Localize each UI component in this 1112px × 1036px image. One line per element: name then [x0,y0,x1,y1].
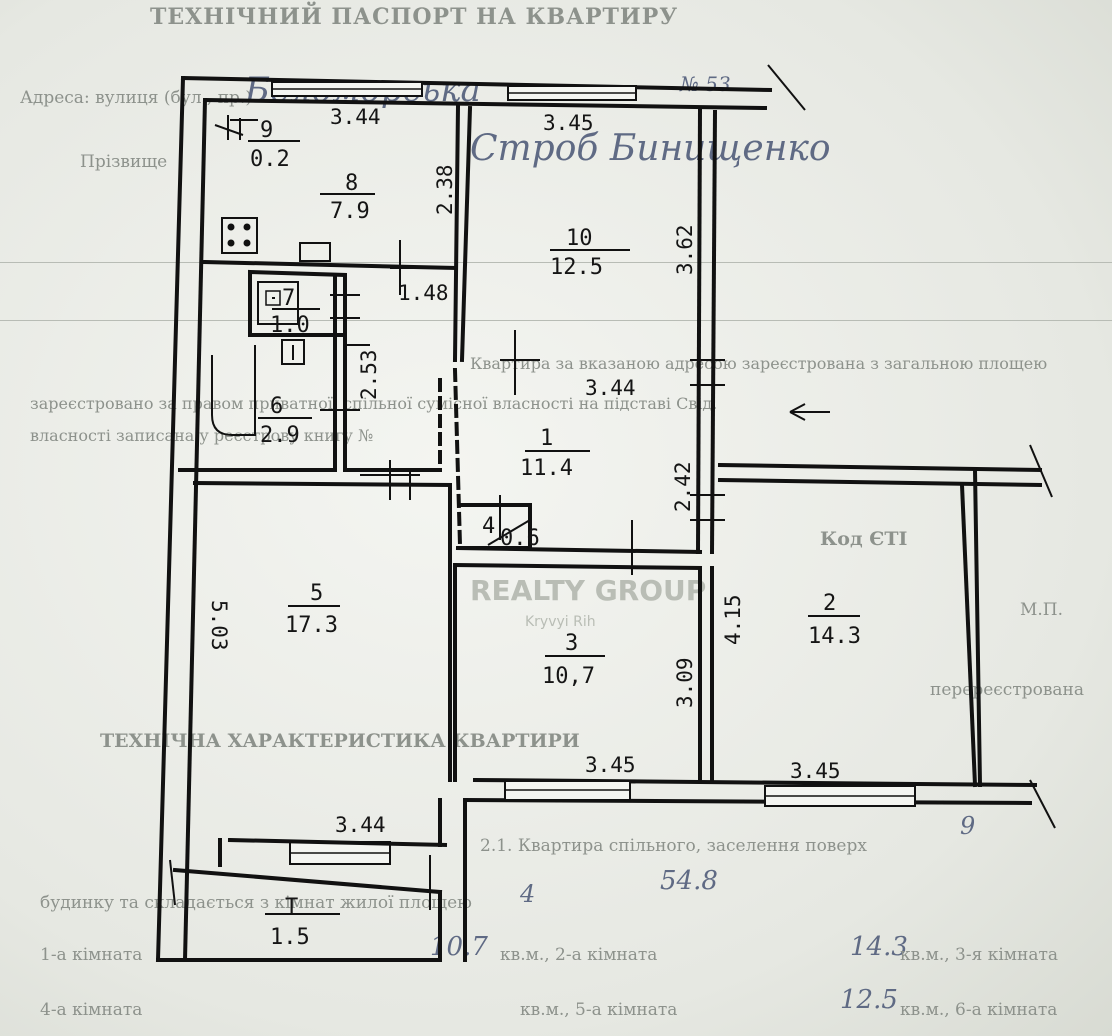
room-10-number: 10 [566,226,593,251]
entrance-arrow-icon [789,403,830,421]
room-7-area: 1.0 [270,313,310,338]
dim-room5-width: 3.44 [335,813,386,837]
room-8-number: 8 [345,171,358,196]
doc-reregistered: перереєстрована [930,680,1085,700]
doc-total-handwritten: 54.8 [660,866,718,896]
washbasin-icon [281,339,305,365]
room-4-number: 4 [482,514,495,539]
doc-apartment-row: 2.1. Квартира спільного, заселення повер… [480,836,867,856]
room-6-area: 2.9 [260,423,300,448]
dim-kitchen-height: 2.38 [433,164,457,215]
room-6-number: 6 [270,394,283,419]
doc-room6-label: кв.м., 6-а кімната [900,1000,1058,1020]
room-9-area: 0.2 [250,147,290,172]
dim-hall-height: 2.42 [671,461,695,512]
doc-name-label: Прізвище [80,152,168,172]
doc-note-3: власності записана у реєстрову книгу № [30,426,374,445]
dim-room3-width: 3.45 [585,753,636,777]
watermark: REALTY GROUP Kryvyi Rih [470,574,706,630]
dimension-labels: 3.44 3.45 2.38 3.62 1.48 2.53 3.44 2.42 … [207,105,841,837]
doc-tech-section: ТЕХНІЧНА ХАРАКТЕРИСТИКА КВАРТИРИ [100,730,580,752]
dim-top-room10: 3.45 [543,111,594,135]
doc-room1-label: 1-а кімната [40,945,143,965]
watermark-city: Kryvyi Rih [525,614,596,630]
dim-bath-height: 2.53 [357,349,381,400]
room-1-number: 1 [540,426,553,451]
room-labels: 9 0.2 8 7.9 10 12.5 7 1.0 6 2.9 1 11.4 4… [248,118,861,950]
doc-rooms-handwritten: 4 [520,880,536,908]
room-8-area: 7.9 [330,199,370,224]
dim-room2-height: 4.15 [721,594,745,645]
terrace-area: 1.5 [270,925,310,950]
room-5-number: 5 [310,581,323,606]
doc-header-title: ТЕХНІЧНИЙ ПАСПОРТ НА КВАРТИРУ [150,4,679,30]
dim-room5-height: 5.03 [207,600,231,651]
dim-room2-width: 3.45 [790,759,841,783]
room-5-area: 17.3 [285,613,338,638]
dim-hall-width: 3.44 [585,376,636,400]
dim-room3-height: 3.09 [673,657,697,708]
doc-room1-value: 14.3 [850,932,908,962]
stove-icon [221,217,258,254]
room-4-area: 0.6 [500,526,540,551]
room-3-number: 3 [565,631,578,656]
doc-address-label: Адреса: вулиця (бул., пр.) [20,88,252,108]
door-ticks [169,64,1056,910]
bathtub-icon [211,345,256,436]
doc-note-2: зареєстровано за правом приватної, спіль… [30,394,718,413]
doc-rule [0,262,1112,263]
room-10-area: 12.5 [550,255,603,280]
doc-name-handwritten: Строб Бинищенко [470,128,831,169]
doc-room5-label: кв.м., 5-а кімната [520,1000,678,1020]
doc-rule [0,320,1112,321]
hatch-icon [214,115,244,140]
doc-room3-label: кв.м., 3-я кімната [900,945,1059,965]
room-9-number: 9 [260,118,273,143]
room-1-area: 11.4 [520,456,573,481]
doc-building-row: будинку та складається з кімнат жилої пл… [40,893,472,913]
toilet-icon [257,281,299,325]
room-2-area: 14.3 [808,624,861,649]
exterior-walls [155,75,1043,963]
windows [271,81,916,865]
fixtures [211,115,830,436]
interior-walls [178,103,983,867]
dim-room10-height: 3.62 [673,224,697,275]
doc-note-1: Квартира за вказаною адресою зареєстрова… [470,354,1048,373]
sink-icon [299,242,331,262]
doc-room4-value: 12.5 [840,985,898,1015]
doc-code-label: Код ЄТІ [820,528,908,550]
room-7-number: 7 [282,286,295,311]
room-3-area: 10,7 [542,664,595,689]
dim-top-kitchen: 3.44 [330,105,381,129]
terrace-number: Т [285,895,298,920]
dim-wc-width: 1.48 [398,281,449,305]
doc-house-number: № 53 [680,72,731,96]
doc-mt-label: М.П. [1020,600,1064,620]
doc-room4-label: 4-а кімната [40,1000,143,1020]
watermark-name: REALTY GROUP [470,574,706,607]
doc-room2-label: кв.м., 2-а кімната [500,945,658,965]
room-2-number: 2 [823,591,836,616]
doc-floor-handwritten: 9 [960,812,976,840]
